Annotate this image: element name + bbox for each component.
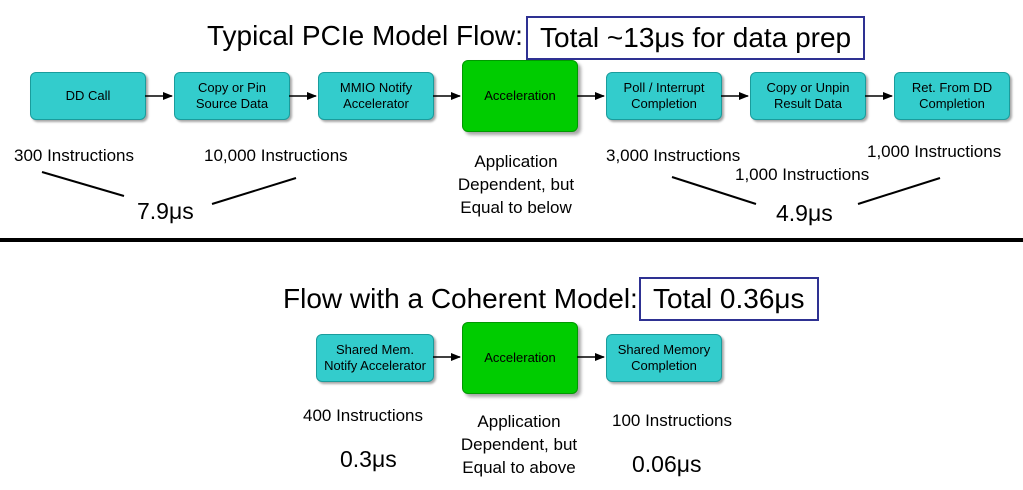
unpin-instructions: 1,000 Instructions	[735, 165, 870, 184]
notify-time: 0.3μs	[340, 446, 397, 472]
poll-instructions: 3,000 Instructions	[606, 146, 741, 165]
step-shared-memory-completion: Shared Memory Completion	[606, 334, 722, 382]
left-time-total: 7.9μs	[137, 198, 194, 224]
coherent-total-box: Total 0.36μs	[639, 277, 819, 321]
pcie-app-dependent: Application Dependent, but Equal to belo…	[457, 152, 575, 217]
dd-call-instructions: 300 Instructions	[14, 146, 135, 165]
step-acceleration-coherent: Acceleration	[462, 322, 578, 394]
step-ret-from-dd: Ret. From DD Completion	[894, 72, 1010, 120]
step-mmio-notify: MMIO Notify Accelerator	[318, 72, 434, 120]
section-divider	[0, 238, 1023, 242]
completion-time: 0.06μs	[632, 451, 702, 477]
step-copy-pin-source: Copy or Pin Source Data	[174, 72, 290, 120]
step-copy-unpin-result: Copy or Unpin Result Data	[750, 72, 866, 120]
step-poll-interrupt: Poll / Interrupt Completion	[606, 72, 722, 120]
right-time-total: 4.9μs	[776, 200, 833, 226]
pcie-title: Typical PCIe Model Flow:	[207, 20, 523, 51]
bracket-right-b	[857, 177, 941, 205]
coherent-app-dependent: Application Dependent, but Equal to abov…	[460, 412, 578, 477]
copy-pin-instructions: 10,000 Instructions	[204, 146, 348, 165]
pcie-total-box: Total ~13μs for data prep	[526, 16, 866, 60]
bracket-left-b	[211, 177, 297, 205]
step-acceleration: Acceleration	[462, 60, 578, 132]
notify-instructions: 400 Instructions	[303, 406, 424, 425]
ret-instructions: 1,000 Instructions	[867, 142, 1002, 161]
step-dd-call: DD Call	[30, 72, 146, 120]
completion-instructions: 100 Instructions	[612, 411, 733, 430]
coherent-title: Flow with a Coherent Model:	[283, 283, 638, 314]
step-shared-mem-notify: Shared Mem. Notify Accelerator	[316, 334, 434, 382]
bracket-left-a	[41, 171, 125, 197]
bracket-right-a	[671, 176, 757, 205]
